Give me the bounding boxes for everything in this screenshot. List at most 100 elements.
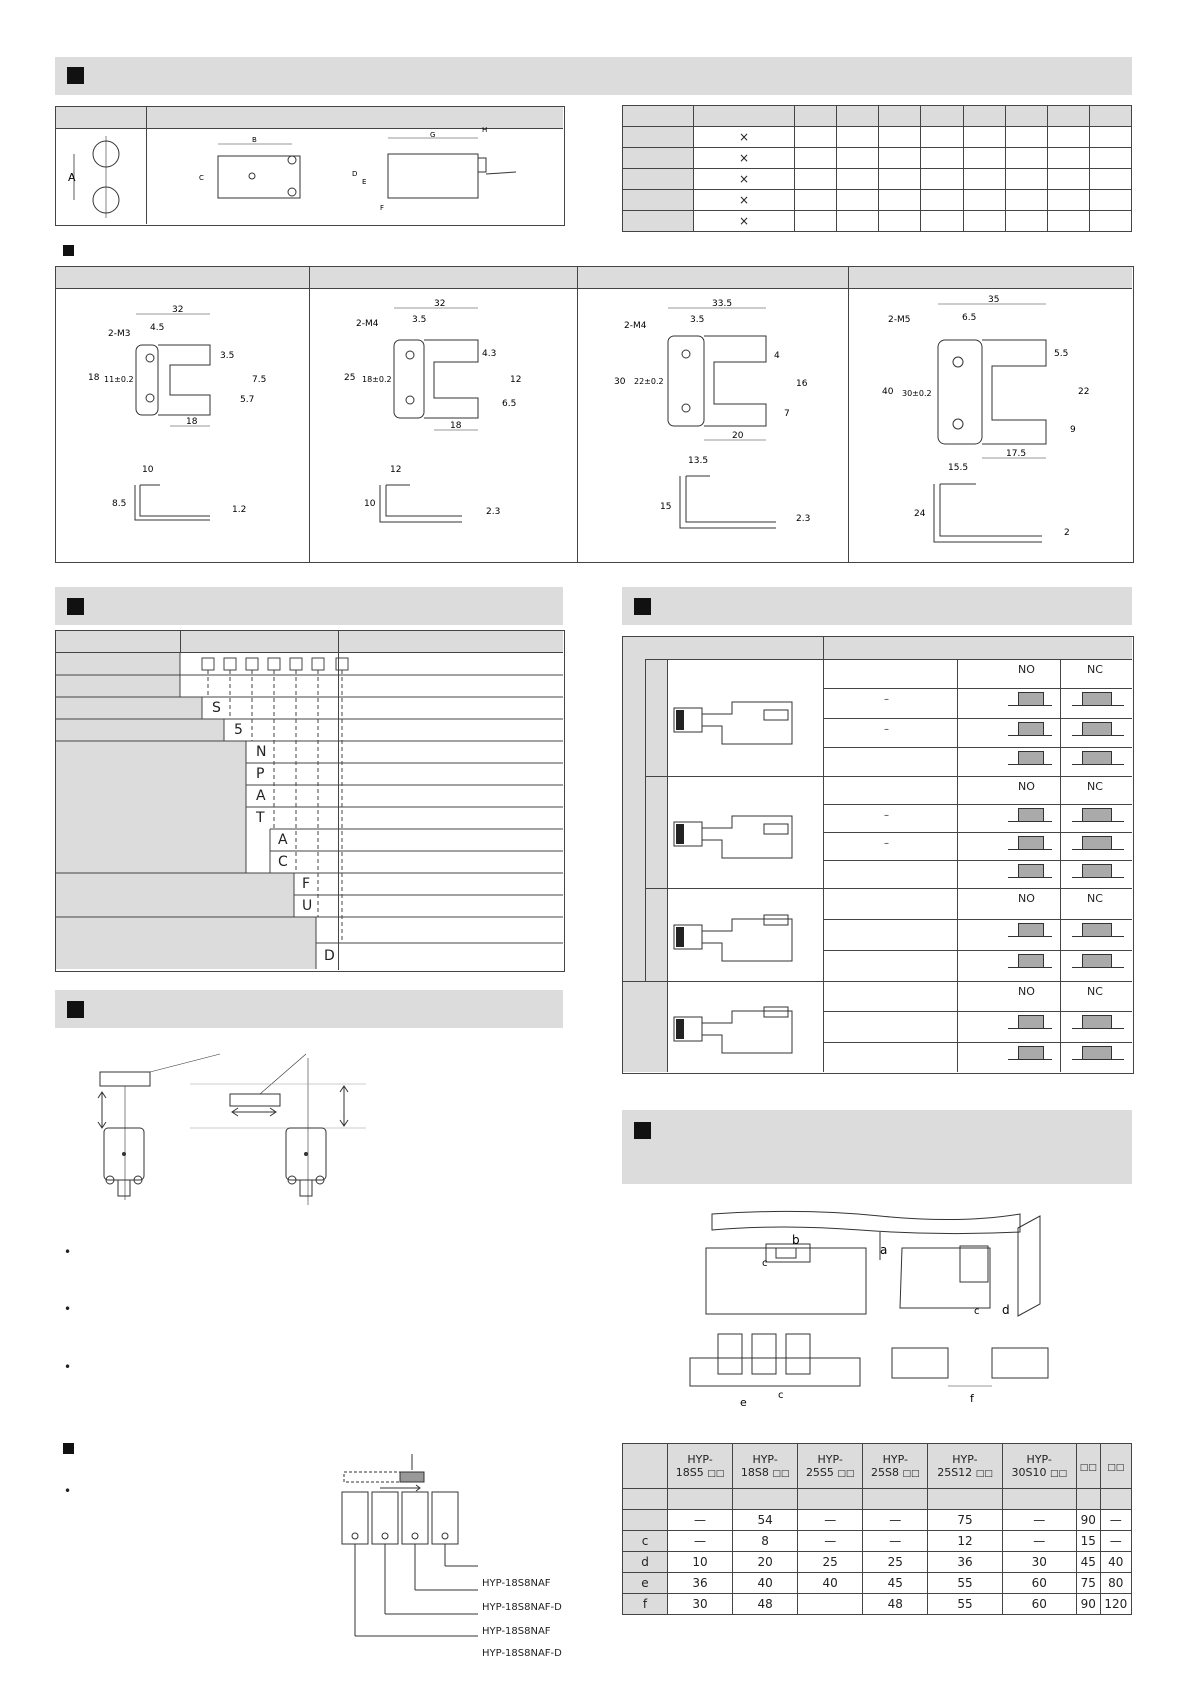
output-group-line [646,888,1132,889]
dim: 9 [1070,425,1076,435]
table-cell: 75 [1075,1572,1101,1594]
table-cell: 30 [666,1593,734,1615]
table-cell [1075,1488,1101,1510]
dim: 25 [344,373,355,383]
dim: 2-M3 [108,329,130,339]
table-cell: 54 [732,1509,799,1531]
table-cell: 45 [862,1572,929,1594]
dim: 24 [914,509,926,519]
section-marker [634,1122,651,1139]
table-cell: 60 [1001,1593,1077,1615]
dim: 5.5 [1054,349,1068,359]
table-cell: 25 [797,1551,864,1573]
code-letter: C [278,854,288,870]
model-line1: HYP- [882,1453,908,1466]
row-label: f [622,1593,668,1615]
dim: 33.5 [712,299,732,309]
divider [180,631,181,653]
table-cell: — [666,1530,734,1552]
output-table-box [622,636,1134,1074]
dim: 18 [88,373,100,383]
model-line1: HYP- [687,1453,713,1466]
dim: 32 [434,299,445,309]
dim: 6.5 [502,399,516,409]
bracket-box [55,266,1134,563]
label-C: C [199,174,204,182]
nc-label: NC [1087,780,1103,793]
code-letter: F [302,876,311,892]
divider [1060,888,1061,981]
pulse-nc [1072,923,1124,937]
table-cell: 8 [732,1530,799,1552]
bracket-4-drawing: 35 2-M5 6.5 5.5 40 30±0.2 22 9 17.5 15.5… [882,295,1089,543]
model-line1: HYP- [752,1453,778,1466]
divider [146,107,147,224]
dim: 4.5 [150,323,164,333]
code-letter: A [256,788,266,804]
output-group-line [646,659,1132,660]
output-row-line [824,746,1132,748]
label-F: F [380,204,384,212]
mounting-table: × × × × × [622,105,1133,232]
interference-diagram [341,1454,478,1637]
output-row-line [824,860,1132,861]
model-header: HYP- 18S5 □□ [666,1443,734,1489]
output-group-line [646,776,1132,777]
table-cell: 90 [1075,1509,1101,1531]
dim: 18 [186,417,198,427]
dim: 13.5 [688,456,708,466]
nc-label: NC [1087,985,1103,998]
dim: 4 [774,351,780,361]
no-label: NO [1018,985,1035,998]
dim: 2.3 [796,514,810,524]
model-code-header [56,631,563,653]
table-cell: 15 [1075,1530,1101,1552]
subsection-marker [63,245,74,256]
dim: 8.5 [112,499,126,509]
code-letter: D [324,948,335,964]
model-header: HYP- 30S10 □□ [1001,1443,1077,1489]
model-code-box [55,630,565,972]
code-letter: N [256,744,267,760]
code-letter: P [256,766,265,782]
table-cell [666,1488,734,1510]
table-cell: 25 [862,1551,929,1573]
divider [1060,981,1061,1072]
output-circuit [673,914,793,961]
table-cell [732,1488,799,1510]
subsection-marker [63,1443,74,1454]
dim: 5.7 [240,395,254,405]
dash: – [884,810,889,821]
mark: × [693,210,795,232]
interference-model: HYP-18S8NAF [482,1626,551,1637]
mark: × [693,147,795,169]
section-header-detection [55,990,563,1028]
output-row-line [824,688,1132,690]
table-cell [797,1593,864,1615]
table-cell: 80 [1099,1572,1133,1594]
nc-label: NC [1087,663,1103,676]
table-cell [1099,1488,1133,1510]
mounting-hole-figure: A B C G H D E F [68,126,517,218]
dim: 35 [988,295,999,305]
dim: 2-M4 [624,321,647,331]
label-D: D [352,170,357,178]
mounting-hole-header [56,107,563,129]
section-header-spacing [622,1110,1132,1184]
table-cell: — [1099,1509,1133,1531]
pulse-no [1008,836,1052,850]
label-f: f [970,1392,975,1405]
divider [957,659,958,776]
section-header-model-code [55,587,563,625]
dim: 10 [142,465,154,475]
no-label: NO [1018,892,1035,905]
table-cell: 60 [1001,1572,1077,1594]
table-row: c—8——12—15— [622,1530,1133,1552]
table-cell: 30 [1001,1551,1077,1573]
mark: × [693,126,795,148]
bracket-1-drawing: 32 2-M3 4.5 3.5 18 11±0.2 7.5 5.7 18 10 … [88,305,266,521]
pulse-no [1008,864,1052,878]
table-cell: 10 [666,1551,734,1573]
pulse-nc [1072,954,1124,968]
